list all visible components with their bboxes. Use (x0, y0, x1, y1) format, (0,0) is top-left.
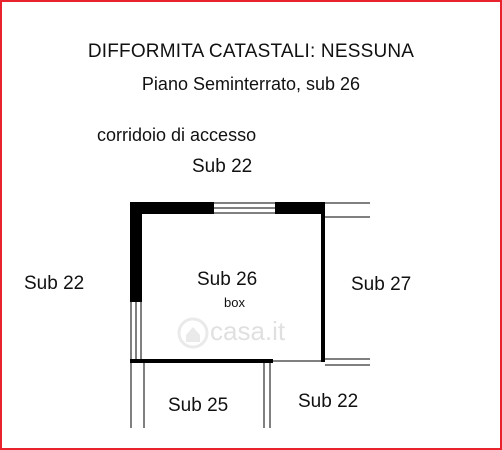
window-top (214, 202, 275, 214)
sub22-top-label: Sub 22 (192, 156, 253, 177)
room-type-label: box (224, 295, 245, 310)
sub27-label: Sub 27 (351, 274, 412, 295)
page-subtitle: Piano Seminterrato, sub 26 (141, 74, 361, 94)
room-label: Sub 26 (197, 269, 258, 290)
sub22-bottom-label: Sub 22 (298, 391, 359, 412)
corridor-label: corridoio di accesso (97, 125, 257, 145)
wall-left (130, 202, 142, 302)
sub22-left-label: Sub 22 (24, 273, 85, 294)
wall-bottom (130, 359, 273, 363)
watermark-text: casa.it (210, 316, 286, 346)
wall-right (321, 214, 325, 362)
watermark-logo (177, 317, 209, 349)
page-title: DIFFORMITA CATASTALI: NESSUNA (87, 41, 415, 62)
wall-top-right (275, 202, 325, 214)
wall-top-left (130, 202, 214, 214)
sub25-label: Sub 25 (168, 395, 229, 416)
